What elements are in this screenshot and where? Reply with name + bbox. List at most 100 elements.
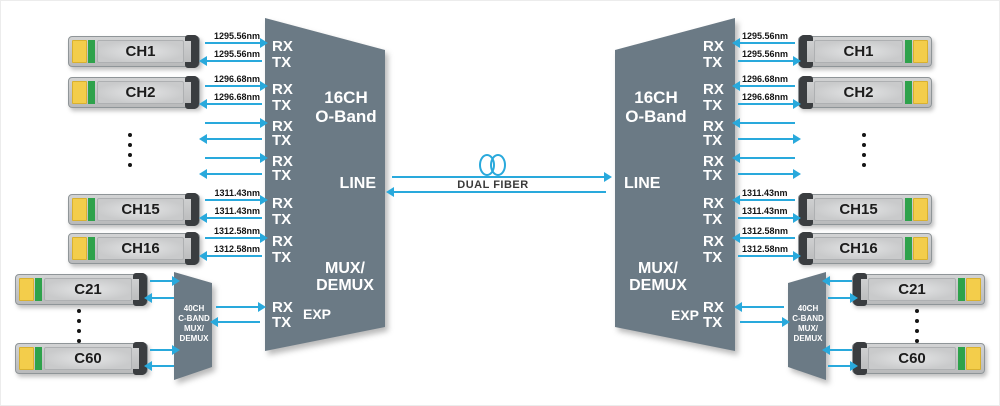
mux-label-line1: MUX/ bbox=[325, 260, 365, 277]
oband-mux-left-shape bbox=[265, 18, 385, 351]
unit-title-line2: O-Band bbox=[625, 107, 687, 126]
rx-arrow bbox=[732, 195, 795, 205]
transceiver-ch2-left: CH2 bbox=[68, 76, 200, 109]
cband-label-line: MUX/ bbox=[184, 324, 204, 333]
module-label: C60 bbox=[74, 350, 102, 367]
line-port-label: LINE bbox=[339, 175, 376, 192]
exp-port-label: EXP bbox=[670, 307, 699, 323]
exp-rx-arrow bbox=[734, 302, 784, 312]
tx-port: TX bbox=[703, 211, 723, 228]
module-pull-tab bbox=[966, 278, 981, 301]
exp-tx-port: TX bbox=[703, 314, 723, 331]
rx-port: RX bbox=[703, 118, 724, 135]
module-latch bbox=[958, 347, 965, 370]
c21-rx-arrow bbox=[144, 293, 174, 303]
c21-tx-arrow bbox=[150, 276, 180, 286]
tx-port: TX bbox=[272, 211, 292, 228]
module-cage-bracket bbox=[185, 232, 199, 265]
exp-tx-arrow bbox=[740, 317, 790, 327]
exp-rx-arrow bbox=[216, 302, 266, 312]
fiber-coil-icon bbox=[479, 154, 506, 176]
cband-label-line: 40CH bbox=[183, 304, 205, 313]
module-pull-tab bbox=[913, 40, 928, 63]
wavelength-label: 1296.68nm bbox=[213, 74, 260, 84]
tx-port: TX bbox=[272, 132, 292, 149]
rx-port: RX bbox=[272, 195, 293, 212]
tx-arrow bbox=[199, 213, 262, 223]
module-cage-bracket bbox=[133, 342, 147, 375]
tx-port: TX bbox=[272, 249, 292, 266]
module-pull-tab bbox=[72, 237, 87, 260]
c60-rx-arrow bbox=[144, 361, 174, 371]
rx-arrow bbox=[205, 118, 268, 128]
dual-fiber-label: DUAL FIBER bbox=[457, 179, 529, 191]
rx-port: RX bbox=[272, 38, 293, 55]
ellipsis-dots bbox=[915, 309, 919, 343]
cband-mux-left-shape bbox=[174, 272, 212, 380]
tx-arrow bbox=[738, 251, 801, 261]
module-label: CH2 bbox=[843, 84, 874, 101]
rx-port: RX bbox=[272, 153, 293, 170]
transceiver-c21-left: C21 bbox=[15, 273, 148, 306]
module-label: C21 bbox=[898, 281, 926, 298]
module-latch bbox=[88, 81, 95, 104]
rx-port: RX bbox=[703, 153, 724, 170]
rx-arrow bbox=[205, 81, 268, 91]
module-pull-tab bbox=[966, 347, 981, 370]
tx-port: TX bbox=[703, 54, 723, 71]
module-latch bbox=[35, 278, 42, 301]
module-latch bbox=[905, 81, 912, 104]
exp-tx-port: TX bbox=[272, 314, 292, 331]
tx-arrow bbox=[738, 134, 801, 144]
module-label: CH15 bbox=[839, 201, 878, 218]
tx-port: TX bbox=[272, 167, 292, 184]
module-latch bbox=[905, 40, 912, 63]
tx-port: TX bbox=[272, 97, 292, 114]
cband-label-line: C-BAND bbox=[178, 314, 210, 323]
transceiver-ch15-left: CH15 bbox=[68, 193, 200, 226]
module-cage-bracket bbox=[185, 76, 199, 109]
transceiver-ch2-right: CH2 bbox=[798, 76, 932, 109]
tx-arrow bbox=[199, 56, 262, 66]
rx-port: RX bbox=[703, 233, 724, 250]
module-latch bbox=[88, 198, 95, 221]
module-cage-bracket bbox=[799, 76, 813, 109]
wavelength-label: 1312.58nm bbox=[213, 226, 260, 236]
module-label: CH2 bbox=[125, 84, 156, 101]
wavelength-label: 1312.58nm bbox=[742, 244, 789, 254]
module-pull-tab bbox=[913, 81, 928, 104]
transceiver-c60-right: C60 bbox=[852, 342, 985, 375]
exp-rx-port: RX bbox=[272, 299, 293, 316]
module-latch bbox=[958, 278, 965, 301]
cband-mux-right-shape bbox=[788, 272, 826, 380]
c60-rx-arrow bbox=[828, 361, 858, 371]
line-fiber-arrow-west bbox=[386, 187, 606, 197]
rx-arrow bbox=[205, 153, 268, 163]
oband-mux-right-shape bbox=[615, 18, 735, 351]
rx-arrow bbox=[732, 233, 795, 243]
transceiver-ch1-right: CH1 bbox=[798, 35, 932, 68]
mux-label-line2: DEMUX bbox=[316, 277, 374, 294]
module-pull-tab bbox=[913, 198, 928, 221]
rx-port: RX bbox=[272, 118, 293, 135]
tx-arrow bbox=[738, 56, 801, 66]
cband-label-line: DEMUX bbox=[179, 334, 209, 343]
module-cage-bracket bbox=[133, 273, 147, 306]
module-pull-tab bbox=[72, 81, 87, 104]
wavelength-label: 1296.68nm bbox=[742, 74, 789, 84]
module-cage-bracket bbox=[853, 273, 867, 306]
tx-port: TX bbox=[703, 132, 723, 149]
wavelength-label: 1295.56nm bbox=[213, 49, 260, 59]
tx-arrow bbox=[199, 169, 262, 179]
tx-arrow bbox=[199, 99, 262, 109]
wavelength-label: 1296.68nm bbox=[213, 92, 260, 102]
transceiver-ch1-left: CH1 bbox=[68, 35, 200, 68]
mux-label-line2: DEMUX bbox=[629, 277, 687, 294]
tx-arrow bbox=[738, 213, 801, 223]
ellipsis-dots bbox=[77, 309, 81, 343]
unit-title-line1: 16CH bbox=[634, 88, 678, 107]
transceiver-ch15-right: CH15 bbox=[798, 193, 932, 226]
exp-tx-arrow bbox=[210, 317, 260, 327]
tx-port: TX bbox=[703, 167, 723, 184]
